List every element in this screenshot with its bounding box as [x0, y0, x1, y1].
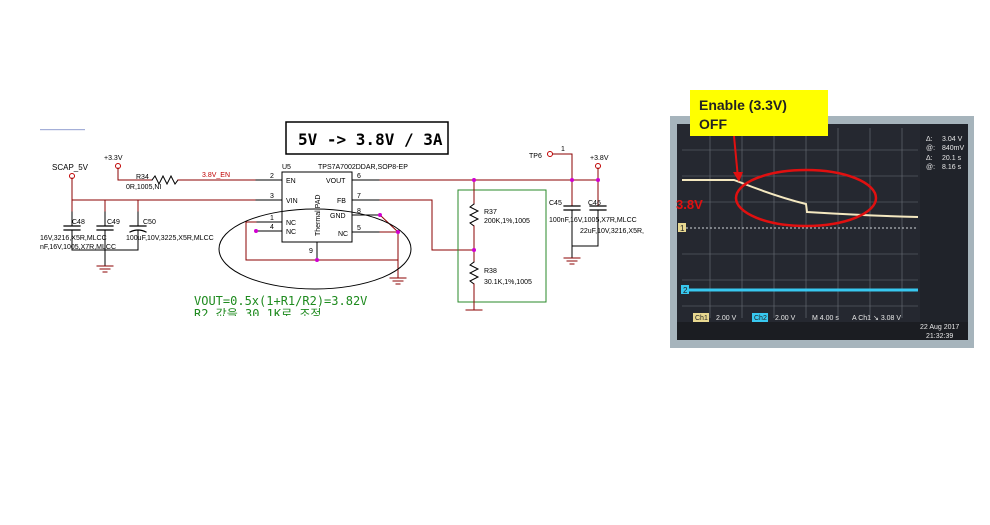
ground-symbol-output: [563, 257, 581, 265]
scap-net-label: SCAP_5V: [52, 163, 89, 172]
oscilloscope-photo: 1 2 Δ: 3.04 V @: 840mV Δ: 20.1 s @: 8.16…: [670, 90, 974, 348]
voltage-label-3v8: 3.8V: [676, 197, 703, 212]
readout-2-val: 20.1 s: [942, 155, 962, 162]
r38-ref: R38: [484, 268, 497, 275]
ch1-marker: [678, 223, 686, 232]
c48-ref: C48: [72, 219, 85, 226]
c45-ref: C45: [549, 200, 562, 207]
header-fragment: —————: [40, 124, 85, 134]
r38-value: 30.1K,1%,1005: [484, 279, 532, 286]
ch2-marker: [681, 285, 689, 294]
title-box: [285, 121, 449, 155]
callout-arrow-head: [733, 172, 743, 182]
schematic: ————— 5V -> 3.8V / 3A SCAP_5V +3.3V R34 …: [40, 121, 644, 321]
r34-ref: R34: [136, 174, 149, 181]
u5-pin-2-num: 2: [270, 173, 274, 180]
u5-ic-body: [281, 171, 353, 243]
falling-edge-highlight-ellipse: [734, 168, 878, 228]
vout-formula: VOUT=0.5x(1+R1/R2)=3.82V: [194, 294, 367, 308]
scope-bottom-bar: [677, 322, 968, 340]
readout-2-sym: Δ:: [926, 155, 933, 162]
u5-thermal-pad-label: Thermal PAD: [315, 195, 322, 237]
ch1-trace: [682, 179, 919, 218]
u5-pad-pin-num: 9: [309, 248, 313, 255]
title-box-label: 5V -> 3.8V / 3A: [298, 130, 443, 149]
bottom-trigger: A Ch1 ↘ 3.08 V: [852, 315, 901, 322]
ch2-marker-label: 2: [683, 286, 688, 295]
tp6-label: TP6: [529, 153, 542, 160]
r37-resistor: [468, 203, 480, 227]
bottom-ch1: Ch1: [695, 315, 708, 322]
u5-pin-vin: VIN: [286, 198, 298, 205]
readout-3-val: 8.16 s: [942, 164, 962, 171]
bottom-date: 22 Aug 2017: [920, 324, 959, 331]
r37-ref: R37: [484, 209, 497, 216]
output-capacitors: [563, 205, 607, 259]
u5-pin-fb: FB: [337, 198, 346, 205]
u5-pin-8-num: 8: [357, 208, 361, 215]
feedback-divider-box: [457, 189, 547, 303]
tp6-pin: 1: [561, 146, 565, 153]
r34-value: 0R,1005,NI: [126, 184, 161, 191]
r38-resistor: [468, 261, 480, 285]
ch1-marker-label: 1: [680, 224, 685, 233]
u5-pin-vout: VOUT: [326, 178, 346, 185]
u5-pin-nc5: NC: [338, 231, 348, 238]
scope-readout-panel: [920, 124, 968, 324]
bottom-ch1-scale: 2.00 V: [716, 315, 737, 322]
readout-1-sym: @:: [926, 145, 935, 152]
readout-1-val: 840mV: [942, 145, 965, 152]
u5-pin-7-num: 7: [357, 193, 361, 200]
c46-value: 22uF,10V,3216,X5R,: [580, 228, 644, 235]
u5-pin-6-num: 6: [357, 173, 361, 180]
u5-pin-1-num: 1: [270, 215, 274, 222]
callout-line-1: Enable (3.3V): [699, 97, 787, 113]
u5-pin-4-num: 4: [270, 224, 274, 231]
plus33-net-label: +3.3V: [104, 155, 123, 162]
c49-value: nF,16V,1005,X7R,MLCC: [40, 244, 116, 251]
ground-symbol-input: [96, 265, 114, 273]
u5-pin-nc1: NC: [286, 220, 296, 227]
ch2-tag: [752, 313, 768, 322]
enable-off-callout: [690, 90, 828, 136]
readout-3-sym: @:: [926, 164, 935, 171]
bottom-timebase: M 4.00 s: [812, 315, 839, 322]
u5-pin-5-num: 5: [357, 225, 361, 232]
r37-value: 200K,1%,1005: [484, 218, 530, 225]
c45-value: 100nF,16V,1005,X7R,MLCC: [549, 217, 637, 224]
bottom-time: 21:32:39: [926, 333, 953, 340]
callout-line-2: OFF: [699, 116, 727, 132]
nc-pins-highlight-ellipse: [218, 208, 412, 290]
c46-ref: C46: [588, 200, 601, 207]
plus38-net-label: +3.8V: [590, 155, 609, 162]
readout-0-sym: Δ:: [926, 136, 933, 143]
input-capacitors: [63, 211, 147, 267]
u5-pin-nc4: NC: [286, 229, 296, 236]
u5-pin-3-num: 3: [270, 193, 274, 200]
u5-pin-gnd: GND: [330, 213, 346, 220]
ch1-tag: [693, 313, 709, 322]
c49-ref: C49: [107, 219, 120, 226]
ground-symbol-ic: [389, 277, 407, 285]
en-net-label: 3.8V_EN: [202, 172, 230, 179]
c50-value: 100uF,10V,3225,X5R,MLCC: [126, 235, 214, 242]
u5-ref: U5: [282, 164, 291, 171]
bottom-ch2: Ch2: [754, 315, 767, 322]
scope-readouts: Δ: 3.04 V @: 840mV Δ: 20.1 s @: 8.16 s: [926, 136, 965, 171]
c48-value: 16V,3216,X5R,MLCC: [40, 235, 107, 242]
c50-ref: C50: [143, 219, 156, 226]
u5-pin-en: EN: [286, 178, 296, 185]
r34-resistor: [151, 174, 179, 186]
bottom-ch2-scale: 2.00 V: [775, 315, 796, 322]
formula-note-cut: R2 값을 30.1K로 조정: [194, 307, 321, 321]
callout-arrow-line: [733, 135, 739, 179]
readout-0-val: 3.04 V: [942, 136, 963, 143]
scope-graticule: [682, 128, 918, 318]
scope-screen: [677, 124, 921, 324]
u5-part: TPS7A7002DDAR,SOP8-EP: [318, 164, 408, 171]
